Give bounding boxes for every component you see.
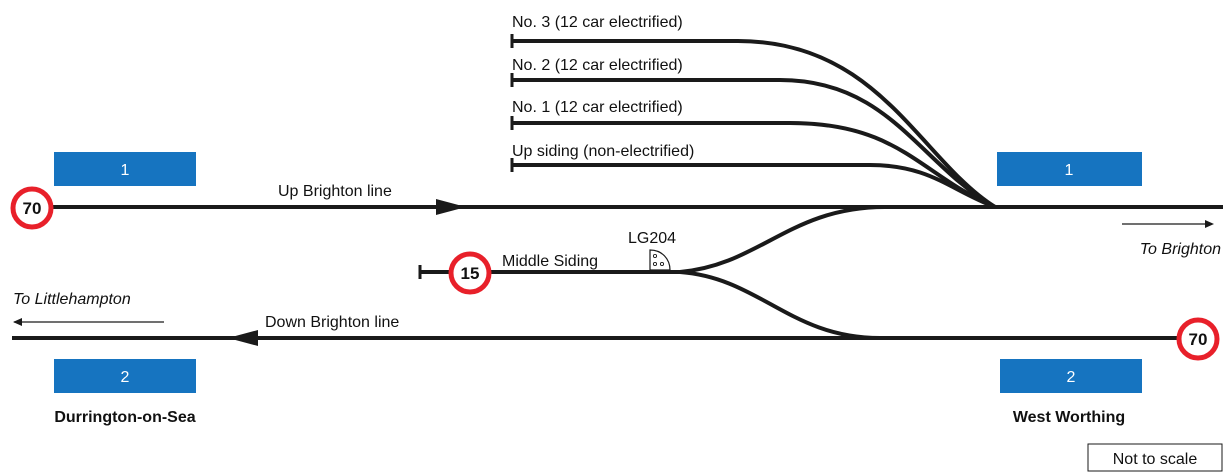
- siding-no1-label: No. 1 (12 car electrified): [512, 99, 683, 116]
- platform-2-left-label: 2: [121, 369, 130, 386]
- platform-2-left: [54, 359, 196, 393]
- siding-no3-label: No. 3 (12 car electrified): [512, 14, 683, 31]
- middle-siding-label: Middle Siding: [502, 253, 598, 270]
- to-brighton-arrow: [1122, 220, 1214, 228]
- speed-limit-down-right-value: 70: [1189, 330, 1208, 349]
- speed-limit-sign-down-right: 70: [1176, 317, 1220, 361]
- siding-up-label: Up siding (non-electrified): [512, 143, 694, 160]
- platform-1-left: [54, 152, 196, 186]
- speed-limit-middle-value: 15: [461, 264, 480, 283]
- station-left-label: Durrington-on-Sea: [54, 409, 195, 426]
- to-littlehampton-label: To Littlehampton: [13, 291, 131, 308]
- to-brighton-label: To Brighton: [1140, 241, 1221, 258]
- scale-note-box: [1087, 443, 1223, 472]
- station-right-label: West Worthing: [1013, 409, 1125, 426]
- siding-up: [512, 163, 996, 209]
- signal-label: LG204: [628, 230, 676, 247]
- middle-to-up-crossover: [679, 205, 886, 274]
- speed-limit-sign-middle: 15: [448, 251, 492, 295]
- siding-no2-label: No. 2 (12 car electrified): [512, 57, 683, 74]
- siding-no3: [512, 39, 997, 209]
- platform-1-right-label: 1: [1065, 162, 1074, 179]
- speed-limit-sign-up-left: 70: [10, 186, 54, 230]
- scale-note-label: Not to scale: [1113, 451, 1198, 468]
- down-brighton-line-label: Down Brighton line: [265, 314, 399, 331]
- speed-limit-up-left-value: 70: [23, 199, 42, 218]
- middle-to-down-crossover: [679, 270, 881, 340]
- siding-no2: [512, 78, 996, 209]
- to-littlehampton-arrow: [13, 318, 164, 326]
- signal-icon: [649, 249, 671, 271]
- platform-1-left-label: 1: [121, 162, 130, 179]
- platform-2-right-label: 2: [1067, 369, 1076, 386]
- up-brighton-line-label: Up Brighton line: [278, 183, 392, 200]
- up-line-arrow: [436, 199, 466, 215]
- platform-1-right: [997, 152, 1142, 186]
- down-line-arrow: [228, 330, 258, 346]
- platform-2-right: [1000, 359, 1142, 393]
